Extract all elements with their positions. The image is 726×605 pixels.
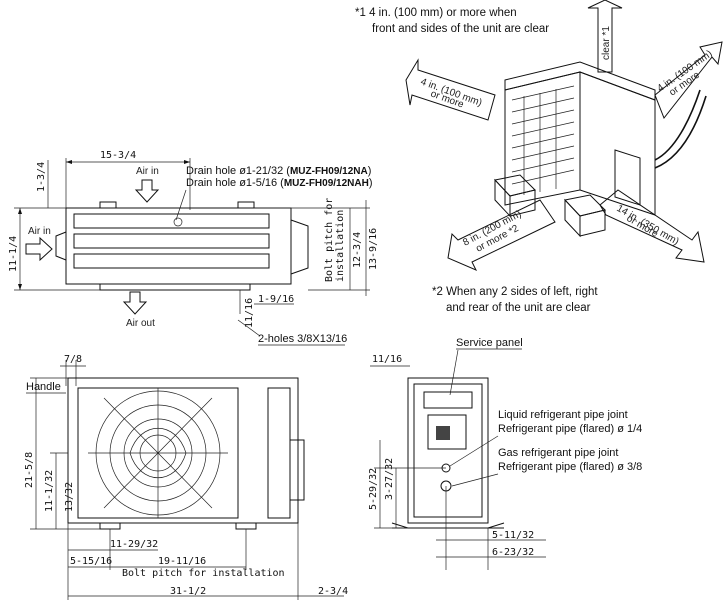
drain1-model: MUZ-FH09/12NA xyxy=(290,166,368,177)
air-in-left-arrow xyxy=(25,236,53,262)
note2-line1: *2 When any 2 sides of left, right xyxy=(432,286,598,298)
dim-5-11-32: 5-11/32 xyxy=(492,530,534,541)
front-view: 7/8 Handle 21-5/8 11-1/ xyxy=(24,354,348,600)
air-in-top-arrow xyxy=(134,179,160,203)
dim-19-11-16: 19-11/16 xyxy=(158,556,206,567)
dim-6-23-32: 6-23/32 xyxy=(492,547,534,558)
fan-guard xyxy=(88,388,228,518)
dim-31-1-2: 31-1/2 xyxy=(170,586,206,597)
dim-2-3-4: 2-3/4 xyxy=(318,586,348,597)
dim-11-16-side: 11/16 xyxy=(372,354,402,365)
dim-5-29-32: 5-29/32 xyxy=(368,468,379,510)
dim-11-1-32: 11-1/32 xyxy=(44,470,55,512)
unit-side-outline xyxy=(407,377,489,524)
unit-top-outline xyxy=(65,207,292,285)
gas-joint-line2: Refrigerant pipe (flared) ø 3/8 xyxy=(498,461,642,473)
handle-label: Handle xyxy=(26,381,61,393)
dim-12-3-4: 12-3/4 xyxy=(352,232,363,268)
svg-text:Drain hole ø1-21/32 (MUZ-FH09/: Drain hole ø1-21/32 (MUZ-FH09/12NA) xyxy=(186,165,371,177)
bolt-pitch-line2: installation xyxy=(335,210,346,282)
dim-11-29-32: 11-29/32 xyxy=(110,539,158,550)
clear-arrow-front-right: 14 in. (350 mm) or more xyxy=(599,189,705,263)
bolt-pitch-front: Bolt pitch for installation xyxy=(122,568,285,579)
bolt-pitch-line1: Bolt pitch for xyxy=(324,198,335,282)
dim-13-9-16: 13-9/16 xyxy=(368,228,379,270)
note1-line1: *1 4 in. (100 mm) or more when xyxy=(355,7,517,19)
gas-joint-line1: Gas refrigerant pipe joint xyxy=(498,447,618,459)
dim-13-32: 13/32 xyxy=(64,482,75,512)
air-in-left-label: Air in xyxy=(28,226,51,237)
drain2-suffix: ) xyxy=(369,177,373,189)
drain2-model: MUZ-FH09/12NAH xyxy=(284,178,369,189)
unit-front-outline xyxy=(67,377,299,524)
clear-arrow-left: 4 in. (100 mm) or more xyxy=(405,58,496,121)
note2-line2: and rear of the unit are clear xyxy=(446,302,591,314)
dim-width: 15-3/4 xyxy=(100,150,136,161)
service-panel-label: Service panel xyxy=(456,337,523,349)
holes-label: 2-holes 3/8X13/16 xyxy=(258,333,347,345)
drain1-suffix: ) xyxy=(368,165,372,177)
dim-7-8: 7/8 xyxy=(64,354,82,365)
dim-11-16-top: 11/16 xyxy=(244,298,255,328)
outdoor-unit-isometric xyxy=(494,61,707,238)
clear-arrow-front-left: 8 in. (200 mm) or more *2 xyxy=(447,199,556,271)
clear-label: clear *1 xyxy=(601,26,612,60)
service-panel xyxy=(427,414,467,450)
liquid-joint-line1: Liquid refrigerant pipe joint xyxy=(498,409,628,421)
dim-1-3-4: 1-3/4 xyxy=(36,162,47,192)
air-out-arrow xyxy=(122,291,148,315)
svg-text:Drain hole ø1-5/16 (MUZ-FH09/1: Drain hole ø1-5/16 (MUZ-FH09/12NAH) xyxy=(186,177,373,189)
dim-3-27-32: 3-27/32 xyxy=(384,458,395,500)
dim-11-1-4: 11-1/4 xyxy=(8,236,19,272)
air-out-label: Air out xyxy=(126,318,155,329)
drain2-prefix: Drain hole ø1-5/16 ( xyxy=(186,177,284,189)
clearance-view: *1 4 in. (100 mm) or more when front and… xyxy=(355,0,723,314)
clear-arrow-right: 4 in. (100 mm) or more xyxy=(654,41,723,119)
clear-arrow-top: clear *1 xyxy=(587,0,623,73)
liquid-joint-line2: Refrigerant pipe (flared) ø 1/4 xyxy=(498,423,642,435)
top-view: 15-3/4 1-3/4 Air in Drain hole ø1-21/32 … xyxy=(8,150,379,346)
note1-line2: front and sides of the unit are clear xyxy=(372,23,549,35)
side-view: Service panel 11/16 Liquid refrigerant p… xyxy=(368,337,642,570)
dim-5-15-16: 5-15/16 xyxy=(70,556,112,567)
dim-1-9-16: 1-9/16 xyxy=(258,294,294,305)
air-in-top-label: Air in xyxy=(136,166,159,177)
drain1-prefix: Drain hole ø1-21/32 ( xyxy=(186,165,290,177)
dim-21-5-8: 21-5/8 xyxy=(24,452,35,488)
